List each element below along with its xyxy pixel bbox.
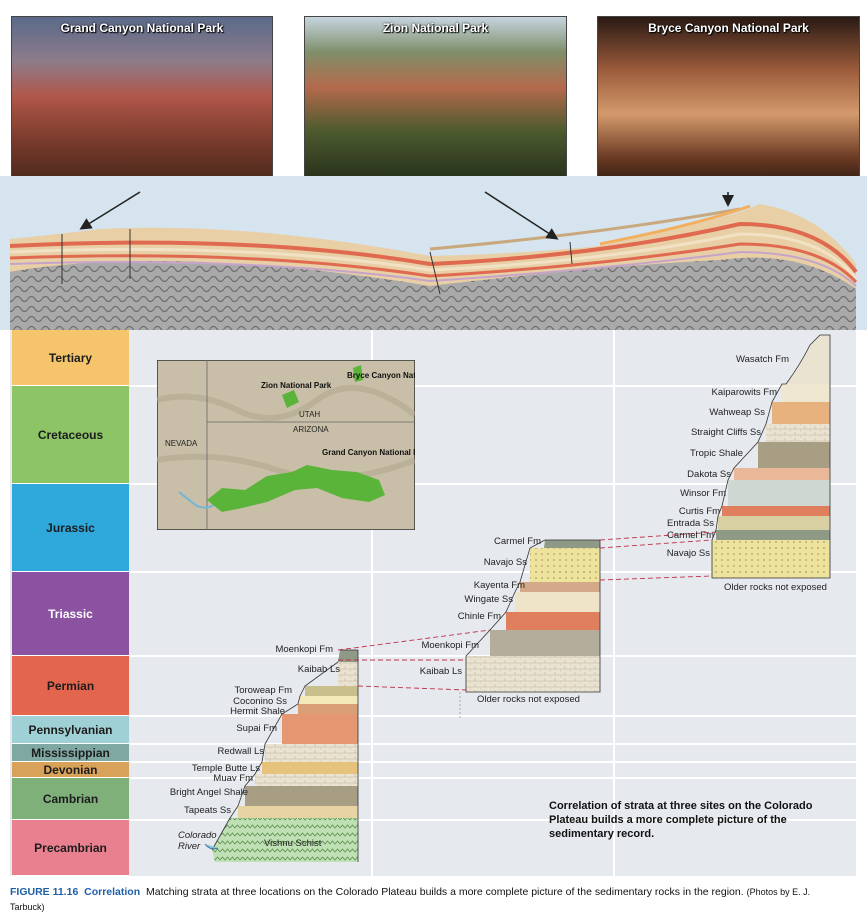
gc-unit-kaibab: Kaibab Ls <box>297 664 340 675</box>
gc-unit-bright-angel: Bright Angel Shale <box>169 787 248 798</box>
map-label-bryce: Bryce Canyon National Park <box>347 371 415 380</box>
zion-photo-title: Zion National Park <box>382 21 489 35</box>
bryce-unit-tropic: Tropic Shale <box>690 448 743 459</box>
period-triassic: Triassic <box>12 572 129 656</box>
caption-credit: (Photos by E. J. Tarbuck) <box>10 887 811 912</box>
map-label-nevada: NEVADA <box>165 439 198 448</box>
gc-unit-moenkopi: Moenkopi Fm <box>275 644 333 655</box>
gc-unit-coconino: Coconino Ss <box>233 696 287 707</box>
zion-unit-wingate: Wingate Ss <box>464 594 513 605</box>
zion-unit-carmel: Carmel Fm <box>494 536 541 547</box>
bryce-photo: Bryce Canyon National Park <box>597 16 860 194</box>
caption-title: Correlation <box>84 886 141 898</box>
bryce-unit-kaiparowits: Kaiparowits Fm <box>711 387 777 398</box>
gc-unit-tapeats: Tapeats Ss <box>184 805 231 816</box>
period-pennsylvanian: Pennsylvanian <box>12 716 129 744</box>
bryce-unit-carmel: Carmel Fm <box>667 530 714 541</box>
grand-canyon-photo: Grand Canyon National Park <box>11 16 273 194</box>
zion-unit-kayenta: Kayenta Fm <box>473 580 525 591</box>
bryce-unit-wasatch: Wasatch Fm <box>736 354 789 365</box>
zion-unit-navajo: Navajo Ss <box>483 557 527 568</box>
period-devonian: Devonian <box>12 762 129 778</box>
gc-unit-toroweap: Toroweap Fm <box>234 685 292 696</box>
gc-unit-temple-butte: Temple Butte Ls <box>191 763 260 774</box>
period-mississippian: Mississippian <box>12 744 129 762</box>
bryce-column <box>711 334 831 579</box>
bryce-unit-entrada: Entrada Ss <box>667 518 714 529</box>
zion-unit-kaibab: Kaibab Ls <box>419 666 462 677</box>
zion-older-rocks-note: Older rocks not exposed <box>477 694 580 705</box>
period-tertiary: Tertiary <box>12 330 129 386</box>
stratigraphy-panel <box>10 330 856 876</box>
colorado-river-label: Colorado River <box>178 830 217 852</box>
map-label-utah: UTAH <box>299 410 320 419</box>
sky-band <box>0 176 867 194</box>
photo-arrows <box>79 191 734 240</box>
bryce-older-rocks-note: Older rocks not exposed <box>724 582 827 593</box>
location-map: Zion National Park Bryce Canyon National… <box>157 360 415 530</box>
bryce-unit-navajo: Navajo Ss <box>666 548 710 559</box>
plateau-cross-section <box>0 194 867 330</box>
gc-unit-hermit: Hermit Shale <box>230 706 285 717</box>
bryce-unit-curtis: Curtis Fm <box>678 506 720 517</box>
period-precambrian: Precambrian <box>12 820 129 876</box>
correlation-lines <box>337 531 717 691</box>
map-label-grand-canyon: Grand Canyon National Park <box>322 448 415 457</box>
caption-figure-number: FIGURE 11.16 <box>10 886 79 898</box>
period-cretaceous: Cretaceous <box>12 386 129 484</box>
gc-unit-vishnu: Vishnu Schist <box>264 838 322 849</box>
zion-unit-chinle: Chinle Fm <box>457 611 501 622</box>
period-cambrian: Cambrian <box>12 778 129 820</box>
caption-text: Matching strata at three locations on th… <box>145 886 744 898</box>
figure-caption: FIGURE 11.16 Correlation Matching strata… <box>10 885 830 915</box>
bryce-unit-straight-cliffs: Straight Cliffs Ss <box>690 427 761 438</box>
period-permian: Permian <box>12 656 129 716</box>
zion-photo: Zion National Park <box>304 16 567 194</box>
zion-column <box>459 539 601 720</box>
gc-unit-supai: Supai Fm <box>236 723 277 734</box>
grand-canyon-column <box>204 649 359 862</box>
correlation-summary: Correlation of strata at three sites on … <box>549 800 813 840</box>
bryce-unit-dakota: Dakota Ss <box>687 469 731 480</box>
map-label-zion: Zion National Park <box>261 381 332 390</box>
bryce-unit-winsor: Winsor Fm <box>680 488 726 499</box>
bryce-photo-title: Bryce Canyon National Park <box>648 21 809 35</box>
zion-unit-moenkopi: Moenkopi Fm <box>421 640 479 651</box>
gc-unit-redwall: Redwall Ls <box>217 746 264 757</box>
bryce-unit-wahweap: Wahweap Ss <box>709 407 765 418</box>
period-jurassic: Jurassic <box>12 484 129 572</box>
map-label-arizona: ARIZONA <box>293 425 329 434</box>
grand-canyon-photo-title: Grand Canyon National Park <box>60 21 224 35</box>
gc-unit-muav: Muav Fm <box>213 773 253 784</box>
